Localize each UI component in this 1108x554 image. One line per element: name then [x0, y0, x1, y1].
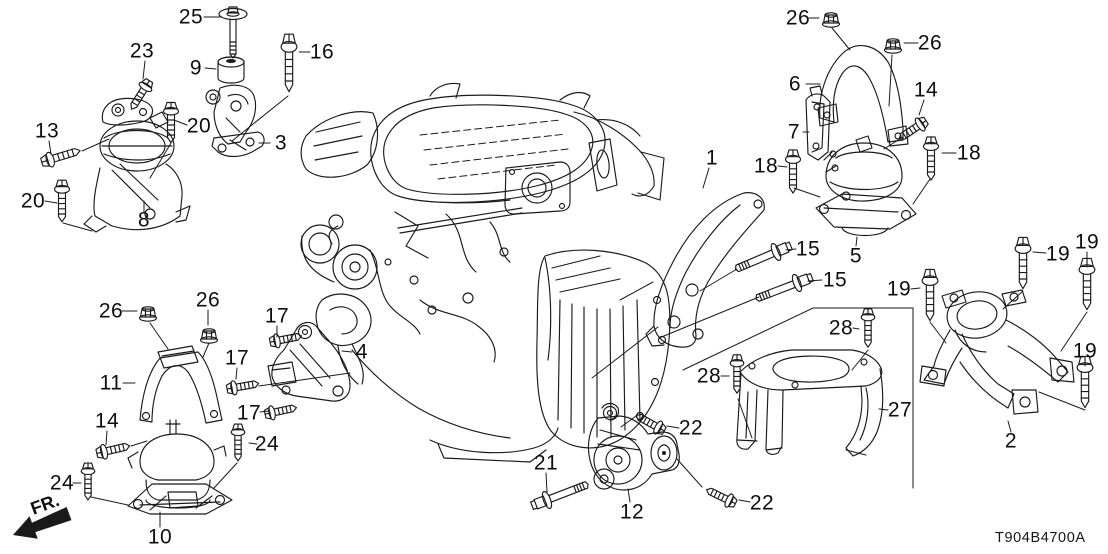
callout-17-13[interactable]: 17 [264, 304, 290, 328]
callout-8-7[interactable]: 8 [137, 208, 151, 232]
diagram-code: T904B4700A [995, 530, 1086, 546]
callout-24-18[interactable]: 24 [254, 432, 280, 456]
callout-21-41[interactable]: 21 [533, 451, 559, 475]
part-7-stay-plate [806, 86, 830, 160]
callout-27-36[interactable]: 27 [887, 398, 913, 422]
callout-9-2[interactable]: 9 [189, 56, 203, 80]
callout-22-40[interactable]: 22 [749, 491, 775, 515]
callout-22-39[interactable]: 22 [678, 416, 704, 440]
part-4-engine-side-bracket [268, 323, 350, 402]
callout-10-19[interactable]: 10 [147, 525, 173, 549]
callout-11-11[interactable]: 11 [99, 371, 123, 395]
callout-26-20[interactable]: 26 [785, 6, 811, 30]
callout-24-17[interactable]: 24 [49, 471, 75, 495]
callout-14-12[interactable]: 14 [94, 409, 120, 433]
part-9-mounting-rubber [218, 57, 244, 83]
callout-17-14[interactable]: 17 [224, 346, 250, 370]
part-2-transmission-mount-bracket [920, 288, 1074, 414]
callout-13-5[interactable]: 13 [34, 119, 60, 143]
callout-28-38[interactable]: 28 [828, 316, 854, 340]
callout-2-35[interactable]: 2 [1004, 429, 1018, 453]
callout-26-9[interactable]: 26 [98, 299, 124, 323]
callout-15-30[interactable]: 15 [822, 268, 848, 292]
callout-19-34[interactable]: 19 [1072, 339, 1098, 363]
callout-26-21[interactable]: 26 [917, 31, 943, 55]
callout-14-24[interactable]: 14 [913, 78, 939, 102]
callout-17-15[interactable]: 17 [236, 401, 262, 425]
callout-25-0[interactable]: 25 [178, 5, 204, 29]
part-1-side-engine-mount-bracket [646, 193, 764, 347]
part-10-front-engine-mount [128, 420, 232, 514]
leader-lines [45, 17, 1087, 527]
callout-18-25[interactable]: 18 [753, 154, 779, 178]
part-27-mount-cover [737, 350, 883, 456]
callout-19-32[interactable]: 19 [1074, 230, 1100, 254]
fr-arrow-icon [13, 506, 72, 539]
callout-6-22[interactable]: 6 [788, 72, 802, 96]
callout-18-26[interactable]: 18 [956, 141, 982, 165]
callout-19-31[interactable]: 19 [1045, 242, 1071, 266]
callout-23-1[interactable]: 23 [129, 39, 155, 63]
callout-12-42[interactable]: 12 [619, 500, 645, 524]
callout-28-37[interactable]: 28 [696, 364, 722, 388]
callout-20-6[interactable]: 20 [20, 189, 46, 213]
part-12-transmission-mount [588, 404, 679, 491]
callout-20-4[interactable]: 20 [186, 114, 212, 138]
engine-illustration [301, 84, 670, 463]
callout-19-33[interactable]: 19 [886, 277, 912, 301]
callout-7-23[interactable]: 7 [787, 120, 801, 144]
callout-5-28[interactable]: 5 [849, 244, 863, 268]
callout-4-16[interactable]: 4 [355, 340, 369, 364]
part-3-engine-mounting-bracket [206, 85, 264, 156]
part-11-front-mount-stay [140, 346, 222, 423]
callout-1-27[interactable]: 1 [705, 146, 719, 170]
callout-26-10[interactable]: 26 [195, 288, 221, 312]
part-5-engine-mount [816, 136, 916, 236]
callout-15-29[interactable]: 15 [795, 237, 821, 261]
callout-3-8[interactable]: 3 [274, 131, 288, 155]
callout-16-3[interactable]: 16 [309, 40, 335, 64]
